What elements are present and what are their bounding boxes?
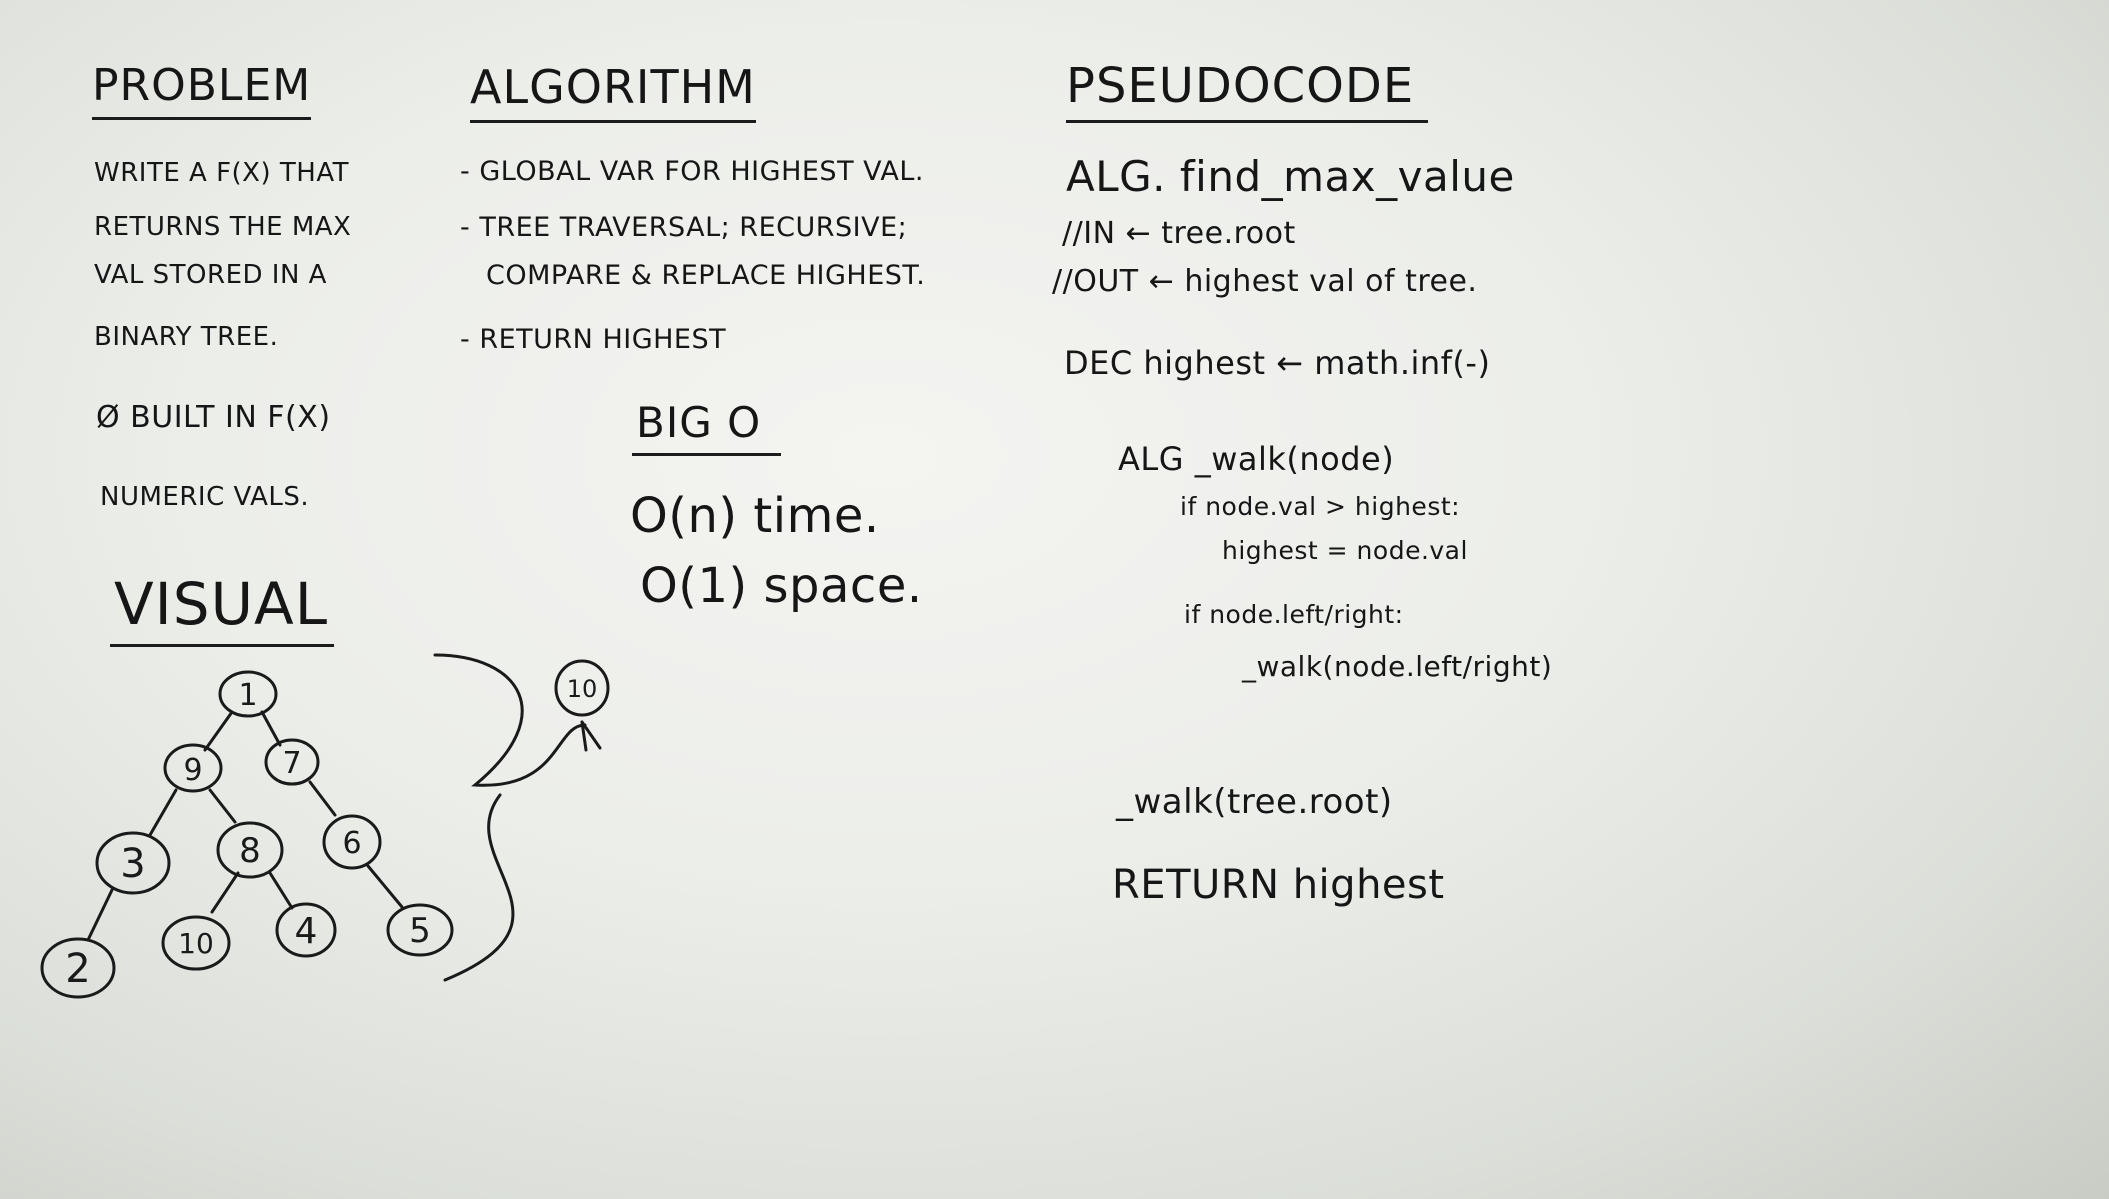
tree-node-label: 3 bbox=[120, 841, 145, 887]
problem-section: PROBLEM bbox=[92, 60, 312, 120]
tree-node-label: 2 bbox=[65, 946, 90, 992]
tree-node-label: 10 bbox=[178, 927, 214, 960]
result-node-label: 10 bbox=[567, 675, 598, 703]
result-node bbox=[554, 659, 610, 717]
problem-line: BINARY TREE. bbox=[94, 322, 279, 352]
pseudocode-if-children: if node.left/right: bbox=[1184, 600, 1404, 629]
tree-node bbox=[275, 902, 337, 958]
constraint-numeric: NUMERIC VALS. bbox=[100, 482, 310, 512]
tree-node-label: 1 bbox=[238, 678, 257, 713]
problem-line: RETURNS THE MAX bbox=[94, 212, 352, 242]
space-complexity: O(1) space. bbox=[640, 558, 923, 614]
algorithm-step: - RETURN HIGHEST bbox=[460, 324, 727, 355]
arrow-head bbox=[580, 720, 602, 752]
pseudocode-in-line: //IN ← tree.root bbox=[1062, 216, 1296, 251]
pseudocode-walk-def: ALG _walk(node) bbox=[1118, 440, 1395, 478]
constraint-no-builtins: Ø BUILT IN F(x) bbox=[96, 400, 331, 435]
problem-line: WRITE A F(x) THAT bbox=[94, 158, 349, 188]
tree-edge bbox=[366, 864, 404, 909]
tree-edge bbox=[86, 888, 114, 942]
arrow-shaft-top bbox=[433, 653, 587, 787]
pseudocode-return: RETURN highest bbox=[1112, 862, 1445, 908]
pseudocode-recurse: _walk(node.left/right) bbox=[1242, 650, 1553, 683]
tree-edge bbox=[210, 871, 240, 914]
tree-edge bbox=[148, 788, 178, 837]
tree-edge bbox=[260, 710, 282, 747]
tree-node bbox=[163, 743, 223, 793]
tree-node bbox=[95, 831, 171, 895]
pseudocode-section: PSEUDOCODE bbox=[1066, 58, 1429, 123]
tree-node bbox=[216, 821, 284, 879]
tree-node bbox=[218, 670, 278, 718]
tree-node bbox=[40, 937, 116, 999]
tree-node-label: 7 bbox=[282, 746, 301, 781]
algorithm-step: - GLOBAL VAR FOR HIGHEST VAL. bbox=[460, 156, 924, 187]
algorithm-step: COMPARE & REPLACE HIGHEST. bbox=[486, 260, 926, 291]
arrow-shaft-bottom bbox=[443, 793, 515, 982]
tree-edge bbox=[203, 710, 234, 752]
problem-heading: PROBLEM bbox=[92, 60, 312, 120]
pseudocode-if-val: if node.val > highest: bbox=[1180, 492, 1461, 521]
pseudocode-heading: PSEUDOCODE bbox=[1066, 58, 1429, 123]
problem-line: VAL STORED IN A bbox=[94, 260, 327, 290]
tree-edge bbox=[308, 780, 337, 817]
big-o-heading: BIG O bbox=[632, 398, 782, 456]
visual-heading: VISUAL bbox=[110, 570, 335, 647]
time-complexity: O(n) time. bbox=[630, 488, 880, 544]
pseudocode-call: _walk(tree.root) bbox=[1116, 782, 1393, 822]
algorithm-heading: ALGORITHM bbox=[470, 60, 756, 123]
pseudocode-dec-line: DEC highest ← math.inf(-) bbox=[1064, 344, 1491, 382]
big-o-section: BIG O bbox=[632, 398, 782, 456]
tree-edge bbox=[208, 788, 237, 824]
tree-node-label: 8 bbox=[239, 831, 261, 871]
binary-tree-diagram: 1 9 7 3 8 6 2 10 4 5 10 bbox=[40, 653, 610, 999]
algorithm-step: - TREE TRAVERSAL; RECURSIVE; bbox=[460, 212, 908, 243]
tree-node bbox=[264, 738, 320, 786]
tree-node-label: 6 bbox=[342, 826, 361, 861]
pseudocode-assign: highest = node.val bbox=[1222, 536, 1468, 565]
tree-node bbox=[161, 915, 231, 971]
algorithm-section: ALGORITHM bbox=[470, 60, 756, 123]
tree-node bbox=[322, 814, 382, 870]
pseudocode-out-line: //OUT ← highest val of tree. bbox=[1052, 264, 1478, 299]
tree-node bbox=[386, 903, 454, 957]
tree-edge bbox=[268, 871, 294, 910]
tree-node-label: 9 bbox=[183, 753, 202, 788]
tree-node-label: 5 bbox=[409, 911, 431, 951]
visual-section: VISUAL bbox=[110, 570, 335, 647]
dec-arrow-mark bbox=[0, 0, 1, 1]
tree-node-label: 4 bbox=[295, 911, 318, 952]
pseudocode-alg-line: ALG. find_max_value bbox=[1066, 152, 1515, 201]
